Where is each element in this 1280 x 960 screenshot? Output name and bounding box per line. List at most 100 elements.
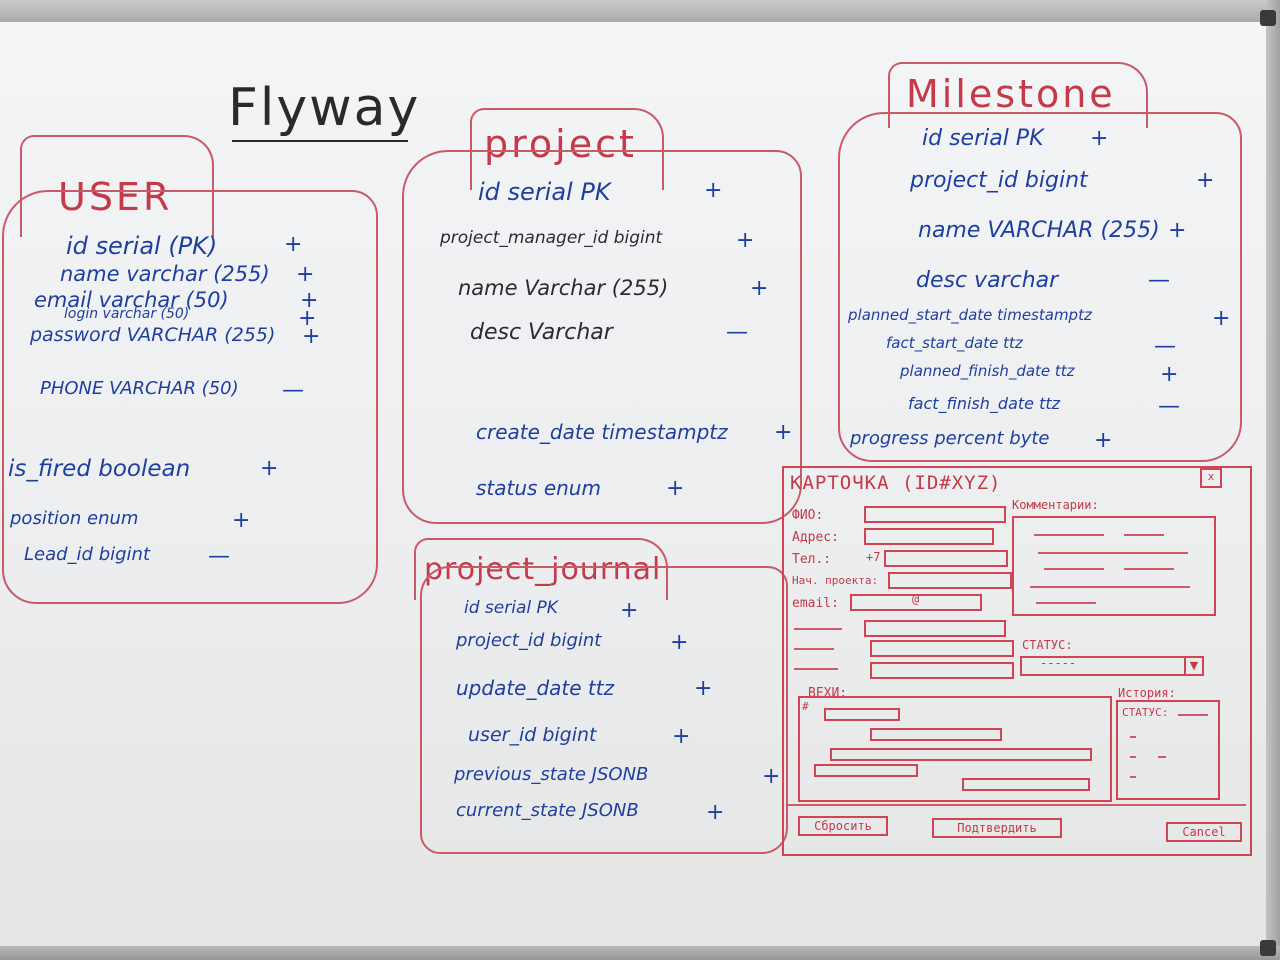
milestone-bar [824,708,900,721]
milestone-field: progress percent byte [850,428,1050,449]
user-field-mark: + [284,232,303,257]
comment-line [1030,586,1190,588]
project-field-mark: + [666,476,685,501]
project-field: id serial PK [478,178,611,206]
card-extra-input-2 [870,640,1014,657]
cancel-button: Cancel [1166,822,1242,842]
board-frame-right [1266,0,1280,960]
milestone-field: desc varchar [916,268,1059,293]
milestone-field-mark: + [1168,218,1187,243]
user-field: is_fired boolean [8,456,191,482]
history-line [1158,756,1166,758]
card-placeholder-label [794,648,834,650]
project-field-mark: + [704,178,723,203]
card-history-label: История: [1118,686,1176,700]
milestone-field: planned_finish_date ttz [900,362,1075,380]
card-status-value: ----- [1040,656,1077,670]
journal-entity-box [420,566,788,854]
user-field: email varchar (50) [34,288,229,312]
milestone-entity-box [838,112,1242,462]
user-field: PHONE VARCHAR (50) [40,378,239,399]
history-line [1130,756,1136,758]
project-field: desc Varchar [470,320,613,345]
user-field-mark: — [282,378,304,403]
milestone-field: id serial PK [922,126,1044,151]
card-phone-prefix: +7 [866,550,881,564]
project_journal-field: project_id bigint [456,630,602,651]
milestone-field-mark: + [1196,168,1215,193]
project-entity-box [402,150,802,524]
comment-line [1044,568,1104,570]
milestone-field: fact_start_date ttz [886,334,1023,352]
user-field: Lead_id bigint [24,544,151,565]
user-field: id serial (PK) [66,232,218,260]
card-pm-input [888,572,1012,589]
milestone-field: planned_start_date timestamptz [848,306,1092,324]
card-email-input [850,594,982,611]
comment-line [1124,568,1174,570]
card-address-input [864,528,994,545]
user-field-mark: + [260,456,279,481]
milestone-entity-tab [888,62,1148,128]
milestone-bar [814,764,918,777]
card-milestone-marker: # [802,700,809,713]
milestone-field-mark: + [1090,126,1109,151]
user-field-mark: + [302,324,321,349]
milestone-bar [830,748,1092,761]
user-field: position enum [10,508,139,529]
card-pm-label: Нач. проекта: [792,574,879,587]
user-field: login varchar (50) [64,306,190,322]
project-field-mark: + [750,276,769,301]
card-phone-label: Тел.: [792,552,832,567]
project-entity-tab [470,108,664,190]
milestone-bar [870,728,1002,741]
reset-button: Сбросить [798,816,888,836]
card-history-box: СТАТУС: [1116,700,1220,800]
journal-entity-tab [414,538,668,600]
project_journal-field-mark: + [706,800,725,825]
milestone-field: fact_finish_date ttz [908,394,1061,413]
project_journal-field-mark: + [672,724,691,749]
card-extra-input-3 [870,662,1014,679]
card-phone-input [884,550,1008,567]
card-comments-label: Комментарии: [1012,498,1099,512]
project_journal-field-mark: + [620,598,639,623]
card-placeholder-label [794,668,838,670]
milestone-field-mark: + [1094,428,1113,453]
board-corner-top-right [1260,10,1276,26]
project-entity-title: project [484,122,637,166]
board-title: Flyway [228,78,421,138]
milestone-field-mark: + [1160,362,1179,387]
card-email-label: email: [792,596,839,611]
card-status-select: ----- [1020,656,1204,676]
board-frame-bottom [0,946,1280,960]
title-underline [232,140,408,142]
card-mockup: КАРТОЧКА (ID#XYZ) x ФИО: Адрес: Тел.: +7… [782,466,1252,856]
card-extra-input-1 [864,620,1006,637]
project-field-mark: + [736,228,755,253]
project_journal-field-mark: + [694,676,713,701]
project_journal-field: previous_state JSONB [454,764,649,785]
user-field: password VARCHAR (255) [30,324,276,346]
project_journal-field: update_date ttz [456,676,615,700]
card-placeholder-label [794,628,842,630]
project_journal-field: current_state JSONB [456,800,639,821]
card-fio-label: ФИО: [792,508,824,523]
user-field-mark: + [232,508,251,533]
card-history-status: СТАТУС: [1122,706,1169,719]
comment-line [1124,534,1164,536]
user-field-mark: + [298,306,317,331]
card-email-at: @ [912,592,920,606]
card-address-label: Адрес: [792,530,839,545]
comment-line [1038,552,1188,554]
history-line [1178,714,1208,716]
confirm-button: Подтвердить [932,818,1062,838]
card-status-label: СТАТУС: [1022,638,1073,652]
milestone-bar [962,778,1090,791]
project_journal-field: user_id bigint [468,724,597,746]
board-frame-top [0,0,1280,22]
history-line [1130,736,1136,738]
project_journal-field-mark: + [670,630,689,655]
card-close-icon: x [1200,468,1222,488]
